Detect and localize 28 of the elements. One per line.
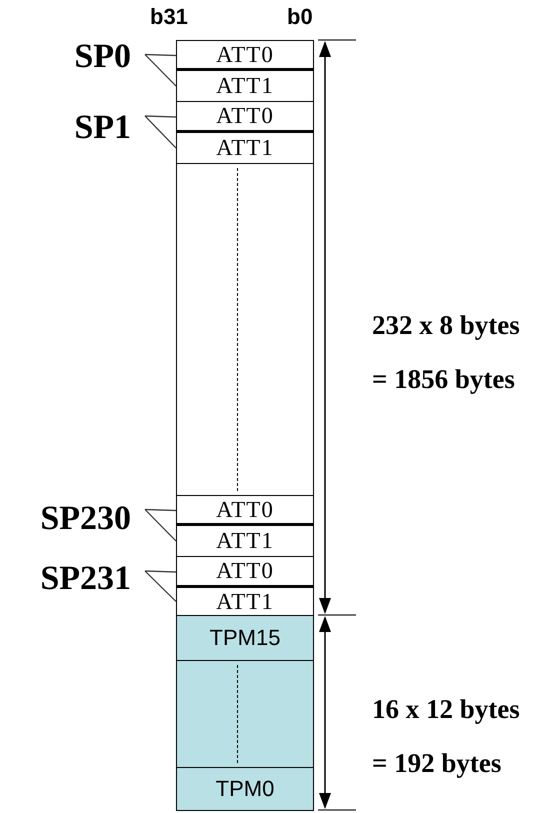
leader-line (144, 116, 176, 148)
size-note: 16 x 12 bytes = 192 bytes (372, 693, 521, 780)
memory-row: ATT0 (176, 556, 314, 588)
memory-row: TPM15 (176, 615, 314, 661)
slot-label: SP0 (0, 35, 145, 79)
leader-line (144, 508, 176, 512)
leader-line (144, 570, 176, 602)
leader-line (144, 570, 176, 573)
leader-line (144, 54, 176, 56)
memory-gap-box (176, 660, 314, 768)
slot-label: SP1 (0, 106, 145, 150)
leader-line (144, 509, 176, 542)
memory-row: ATT1 (176, 132, 314, 164)
leader-line (144, 54, 176, 86)
size-note: 232 x 8 bytes = 1856 bytes (372, 309, 521, 396)
memory-gap-box (176, 163, 314, 496)
bit-label: b31 (150, 4, 188, 30)
memory-row: ATT0 (176, 495, 314, 526)
bit-label: b0 (287, 4, 313, 30)
leader-line (144, 115, 176, 118)
memory-row: TPM0 (176, 767, 314, 811)
slot-label: SP231 (0, 557, 145, 601)
memory-row: ATT1 (176, 587, 314, 616)
memory-row: ATT0 (176, 40, 314, 71)
memory-row: ATT0 (176, 101, 314, 133)
memory-row: ATT1 (176, 525, 314, 557)
slot-label: SP230 (0, 497, 145, 541)
memory-row: ATT1 (176, 70, 314, 102)
